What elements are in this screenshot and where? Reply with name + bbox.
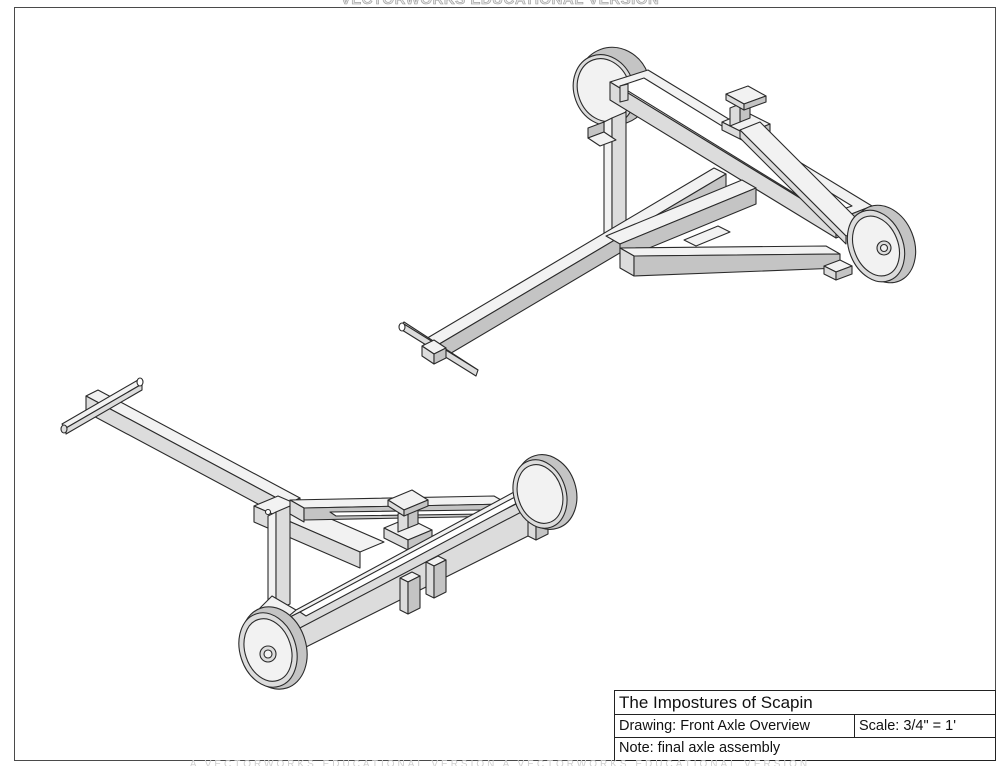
upper-tongue xyxy=(423,167,757,363)
upper-vertical-post xyxy=(587,111,627,241)
watermark-top: VECTORWORKS EDUCATIONAL VERSION xyxy=(0,0,1000,8)
lower-axle-beam xyxy=(259,477,553,659)
title-block: The Impostures of Scapin Drawing: Front … xyxy=(614,690,996,761)
production-title: The Impostures of Scapin xyxy=(619,693,813,712)
watermark-bottom: A VECTORWORKS EDUCATIONAL VERSION A VECT… xyxy=(189,759,811,766)
upper-right-block xyxy=(823,259,853,281)
upper-front-wheel xyxy=(846,204,917,284)
drawing-note: Note: final axle assembly xyxy=(619,740,781,756)
title-block-row-note: Note: final axle assembly xyxy=(615,738,995,760)
lower-back-wheel xyxy=(512,454,578,530)
title-block-row-title: The Impostures of Scapin xyxy=(615,691,995,715)
lower-vertical-post xyxy=(264,505,291,615)
drawing-scale: Scale: 3/4" = 1' xyxy=(859,718,956,734)
upper-hound-bar xyxy=(619,225,841,277)
lower-front-wheel xyxy=(238,606,308,690)
drawing-name: Drawing: Front Axle Overview xyxy=(619,718,810,734)
upper-tongue-pin xyxy=(398,321,479,377)
upper-axle-assembly xyxy=(398,46,917,377)
lower-tongue xyxy=(85,389,385,569)
lower-tongue-pin xyxy=(60,377,144,435)
sheet-border xyxy=(14,7,996,761)
lower-axle-assembly xyxy=(60,377,578,690)
title-block-row-drawing: Drawing: Front Axle Overview Scale: 3/4"… xyxy=(615,715,995,738)
scale-cell: Scale: 3/4" = 1' xyxy=(854,715,996,737)
